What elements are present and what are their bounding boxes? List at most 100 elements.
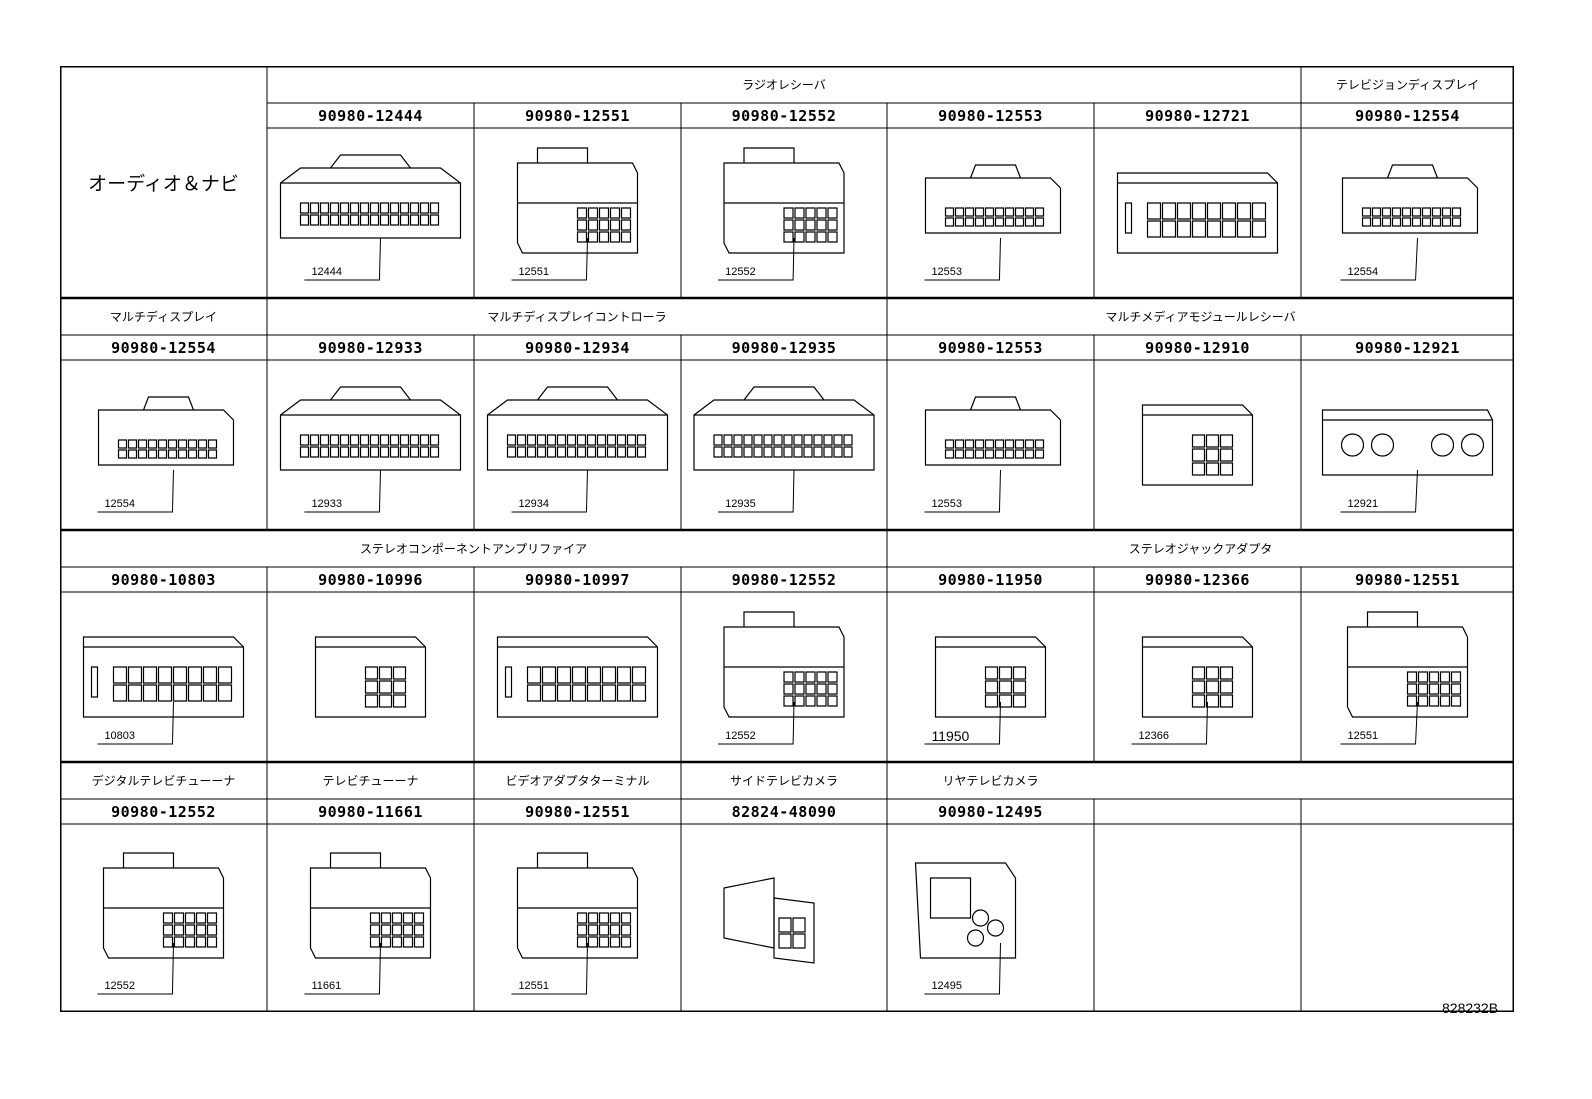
connector-drawing: [681, 824, 887, 1012]
part-number: 90980-10997: [525, 570, 630, 589]
connector-icon: [1340, 164, 1479, 281]
section-header: デジタルテレビチューーナ: [91, 774, 236, 788]
part-number: 90980-12551: [525, 802, 630, 821]
part-number: 90980-10996: [318, 570, 423, 589]
part-number: 90980-12554: [1355, 106, 1460, 125]
part-number: 90980-12552: [731, 570, 837, 589]
part-number: 90980-12553: [938, 106, 1043, 125]
callout-label: 12935: [725, 498, 756, 510]
connector-icon: [924, 164, 1062, 281]
connector-icon: [924, 636, 1047, 745]
connector-drawing: 12553: [887, 128, 1094, 298]
connector-icon: [914, 862, 1017, 995]
callout-label: 12921: [1347, 498, 1379, 510]
connector-icon: [511, 147, 639, 281]
section-header: テレビジョンディスプレイ: [1335, 78, 1480, 92]
section-header: ステレオジャックアダプタ: [1128, 542, 1273, 556]
part-number: 90980-12934: [525, 338, 630, 357]
callout-label: 12444: [311, 266, 343, 278]
callout-label: 12552: [725, 266, 756, 278]
callout-label: 12934: [518, 498, 550, 510]
part-number: 90980-12552: [111, 802, 216, 821]
part-number: 90980-12910: [1145, 338, 1250, 357]
section-header: ステレオコンポーネントアンプリファイア: [359, 542, 588, 556]
callout-label: 12552: [725, 730, 756, 742]
callout-label: 12553: [931, 266, 963, 278]
callout-label: 12551: [1347, 730, 1379, 742]
section-header: ビデオアダプタターミナル: [505, 774, 650, 788]
connector-drawing: 12934: [474, 360, 681, 530]
connector-drawing: 12551: [474, 128, 681, 298]
connector-icon: [723, 877, 815, 964]
part-number: 90980-12495: [938, 802, 1043, 821]
callout-label: 12553: [931, 498, 963, 510]
connector-drawing: 12495: [887, 824, 1094, 1012]
part-number: 90980-12366: [1145, 570, 1250, 589]
connector-drawing: 12935: [681, 360, 887, 530]
callout-label: 12554: [1347, 266, 1379, 278]
part-number: 90980-12551: [1355, 570, 1460, 589]
connector-icon: [496, 636, 659, 718]
callout-label: 11661: [311, 980, 342, 992]
part-number: 90980-12721: [1145, 106, 1250, 125]
section-header: ラジオレシーバ: [742, 78, 826, 92]
group-title: オーディオ＆ナビ: [88, 172, 239, 195]
section-header: リヤテレビカメラ: [942, 774, 1039, 788]
part-number: 90980-12921: [1355, 338, 1460, 357]
part-number: 90980-11661: [318, 802, 423, 821]
connector-drawing: 12552: [681, 592, 887, 762]
connector-icon: [279, 386, 462, 513]
connector-icon: [1131, 636, 1254, 745]
part-number: 82824-48090: [731, 802, 837, 821]
connector-drawing: 12554: [60, 360, 267, 530]
connector-drawing: 11950: [887, 592, 1094, 762]
connector-icon: [924, 396, 1062, 513]
connector-drawing: 12554: [1301, 128, 1514, 298]
callout-label: 12552: [104, 980, 136, 992]
connector-drawing: 12553: [887, 360, 1094, 530]
callout-label: 11950: [931, 728, 970, 744]
connector-drawing: 10803: [60, 592, 267, 762]
part-number: 90980-12933: [318, 338, 423, 357]
connector-drawing: 12551: [474, 824, 681, 1012]
callout-label: 12495: [931, 980, 963, 992]
connector-drawing: 12552: [681, 128, 887, 298]
part-number: 90980-12551: [525, 106, 630, 125]
connector-icon: [1321, 409, 1494, 513]
connector-icon: [511, 852, 639, 995]
connector-drawing: 12921: [1301, 360, 1514, 530]
connector-icon: [314, 636, 427, 718]
connector-icon: [1116, 172, 1279, 254]
connector-icon: [97, 396, 235, 513]
connector-drawing: 12444: [267, 128, 474, 298]
connector-drawing: 12366: [1094, 592, 1301, 762]
connector-icon: [97, 852, 225, 995]
callout-label: 12551: [518, 266, 550, 278]
connector-icon: [279, 154, 462, 281]
part-number: 90980-12935: [731, 338, 837, 357]
connector-drawing: [1094, 360, 1301, 530]
part-number: 90980-12553: [938, 338, 1043, 357]
part-number: 90980-12444: [318, 106, 423, 125]
callout-label: 12366: [1138, 730, 1170, 742]
section-header: テレビチューーナ: [322, 774, 419, 788]
connector-drawing: [1094, 128, 1301, 298]
section-header: マルチディスプレイコントローラ: [487, 310, 667, 324]
connector-drawing: [474, 592, 681, 762]
part-number: 90980-12554: [111, 338, 216, 357]
connector-icon: [718, 147, 845, 281]
callout-label: 10803: [104, 730, 136, 742]
part-number: 90980-11950: [938, 570, 1043, 589]
connector-icon: [1141, 404, 1254, 486]
part-number: 90980-12552: [731, 106, 837, 125]
connector-drawing: 12933: [267, 360, 474, 530]
section-header: サイドテレビカメラ: [729, 774, 838, 788]
connector-drawing: 12551: [1301, 592, 1514, 762]
callout-label: 12933: [311, 498, 343, 510]
connector-icon: [82, 636, 245, 745]
connector-table: オーディオ＆ナビ ラジオレシーバ テレビジョンディスプレイ 90980-12444 1…: [60, 66, 1514, 1012]
connector-icon: [1340, 611, 1469, 745]
connector-drawing: [267, 592, 474, 762]
part-number: 90980-10803: [111, 570, 216, 589]
connector-drawing: 12552: [60, 824, 267, 1012]
